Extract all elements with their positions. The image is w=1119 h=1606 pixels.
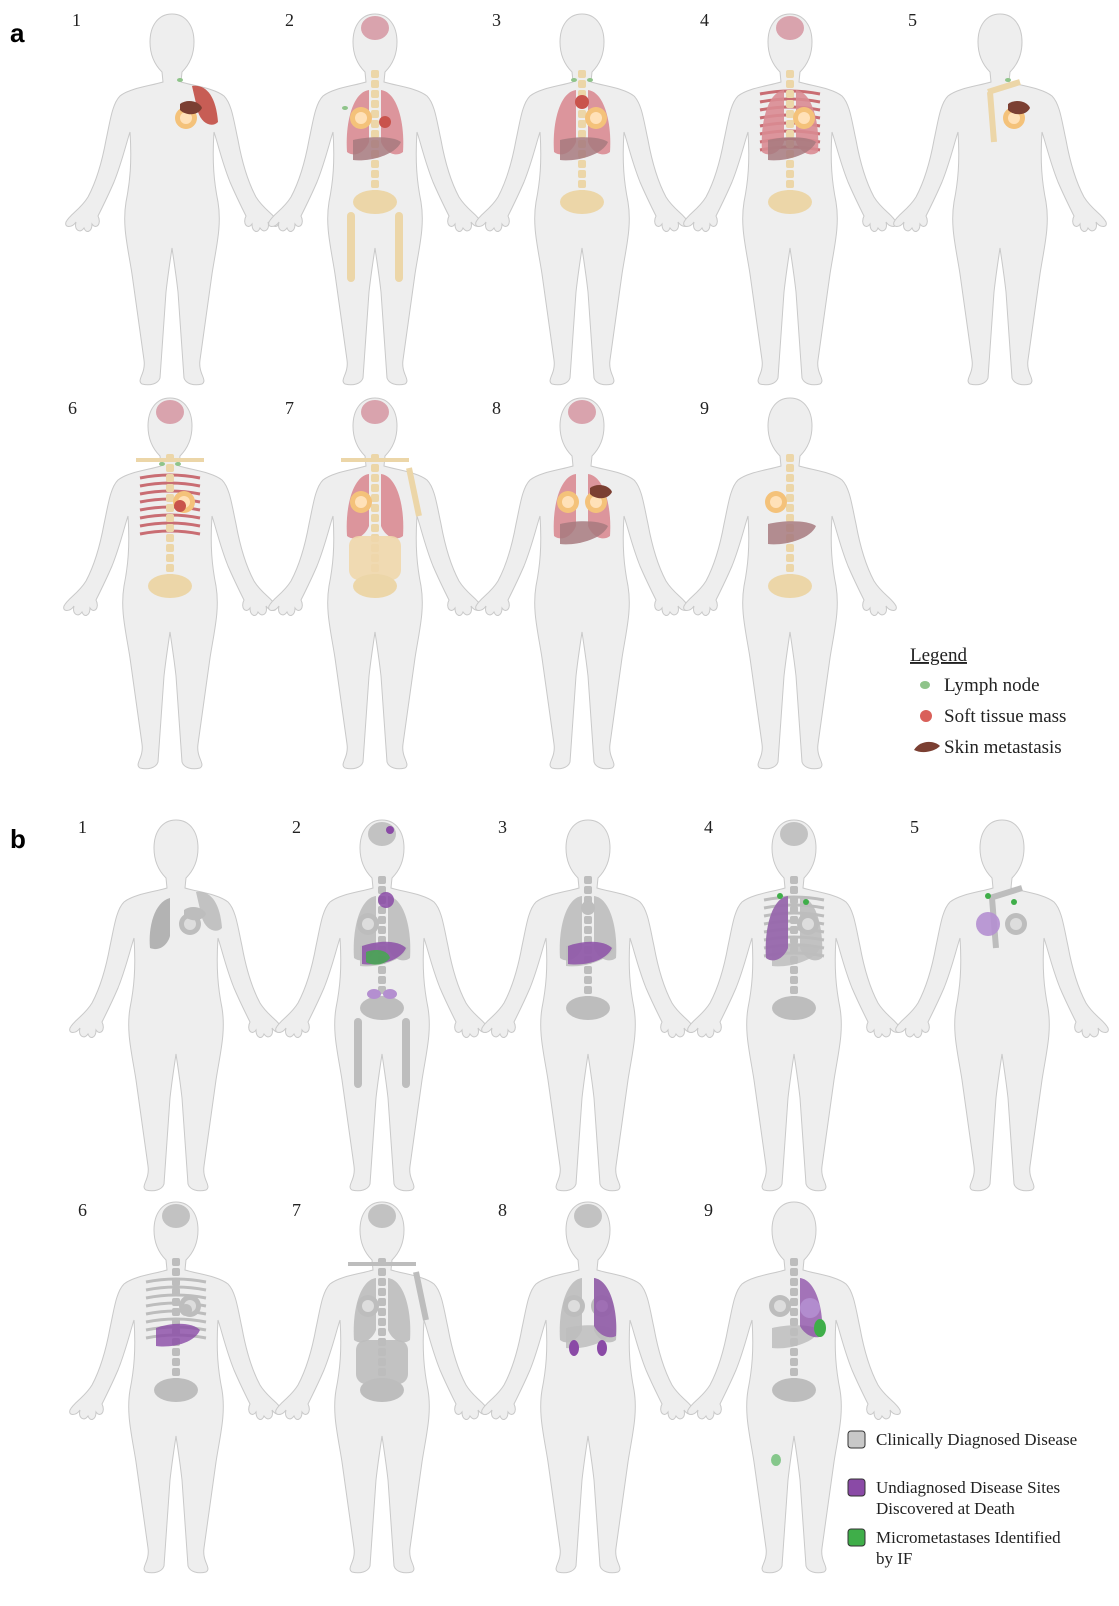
panel-letter-a: a	[10, 18, 25, 48]
figure-number: 8	[498, 1200, 507, 1220]
panel-letter-b: b	[10, 824, 26, 854]
legend-label: Lymph node	[944, 675, 1040, 696]
legend-item: Skin metastasis	[914, 737, 1062, 758]
body-figure-3: 3	[476, 10, 689, 385]
legend-label: Undiagnosed Disease Sites	[876, 1478, 1060, 1497]
green-square-icon	[848, 1529, 865, 1546]
body-silhouette	[482, 1202, 695, 1573]
figure-number: 2	[292, 817, 301, 837]
legend-label: Micrometastases Identified	[876, 1528, 1061, 1547]
body-figure-5: 5	[894, 10, 1107, 385]
body-figure-9: 9	[684, 398, 897, 769]
figure-number: 1	[78, 817, 87, 837]
body-figure-1: 1	[70, 817, 283, 1191]
figure-number: 9	[700, 398, 709, 418]
body-silhouette	[476, 14, 689, 385]
body-figure-3: 3	[482, 817, 695, 1191]
body-figure-5: 5	[896, 817, 1109, 1191]
figure-number: 3	[498, 817, 507, 837]
body-figure-8: 8	[476, 398, 689, 769]
legend-item: Undiagnosed Disease SitesDiscovered at D…	[848, 1478, 1060, 1518]
legend-item: Soft tissue mass	[920, 706, 1066, 727]
body-figure-6: 6	[70, 1200, 283, 1573]
body-silhouette	[896, 820, 1109, 1191]
figure-number: 2	[285, 10, 294, 30]
legend-label: Soft tissue mass	[944, 706, 1066, 727]
body-silhouette	[476, 398, 689, 769]
figure-number: 4	[700, 10, 709, 30]
body-silhouette	[70, 820, 283, 1191]
gray-square-icon	[848, 1431, 865, 1448]
body-silhouette	[688, 820, 901, 1191]
body-figure-4: 4	[684, 10, 897, 385]
soft-tissue-mass-icon	[920, 710, 932, 722]
body-figure-7: 7	[269, 398, 482, 769]
body-silhouette	[276, 1202, 489, 1573]
figure-number: 6	[78, 1200, 87, 1220]
body-figure-6: 6	[64, 398, 277, 769]
body-figure-7: 7	[276, 1200, 489, 1573]
body-figure-8: 8	[482, 1200, 695, 1573]
figure-number: 7	[285, 398, 294, 418]
figure-number: 6	[68, 398, 77, 418]
body-figure-2: 2	[269, 10, 482, 385]
legend-b: Clinically Diagnosed DiseaseUndiagnosed …	[848, 1430, 1077, 1568]
figure-number: 4	[704, 817, 713, 837]
body-silhouette	[894, 14, 1107, 385]
body-silhouette	[64, 398, 277, 769]
body-figure-2: 2	[276, 817, 489, 1191]
legend-label: Clinically Diagnosed Disease	[876, 1430, 1077, 1449]
body-silhouette	[684, 398, 897, 769]
figure-number: 8	[492, 398, 501, 418]
figure-number: 5	[910, 817, 919, 837]
figure-number: 5	[908, 10, 917, 30]
figure-number: 1	[72, 10, 81, 30]
legend-title: Legend	[910, 645, 967, 666]
legend-label: Skin metastasis	[944, 737, 1062, 758]
body-silhouette	[688, 1202, 901, 1573]
body-silhouette	[66, 14, 279, 385]
body-silhouette	[269, 398, 482, 769]
body-silhouette	[70, 1202, 283, 1573]
body-silhouette	[276, 820, 489, 1191]
panel-b: b 1 2 3 4 5 6 7 8 9Clinically Diagnosed DiseaseUn…	[10, 817, 1108, 1573]
legend-item: Clinically Diagnosed Disease	[848, 1430, 1077, 1449]
legend-label: Discovered at Death	[876, 1499, 1015, 1518]
legend-item: Lymph node	[920, 675, 1040, 696]
body-silhouette	[482, 820, 695, 1191]
panel-a: a 1 2 3 4 5 6 7 8 9LegendLymph nodeSoft tissue ma…	[10, 10, 1106, 769]
legend-item: Micrometastases Identified by IF	[848, 1528, 1061, 1568]
body-figure-4: 4	[688, 817, 901, 1191]
body-figure-9: 9	[688, 1200, 901, 1573]
body-silhouette	[684, 14, 897, 385]
legend-a: LegendLymph nodeSoft tissue massSkin met…	[910, 645, 1066, 758]
body-silhouette	[269, 14, 482, 385]
figure-number: 3	[492, 10, 501, 30]
body-figure-1: 1	[66, 10, 279, 385]
lymph-node-icon	[920, 681, 930, 689]
skin-metastasis-icon	[914, 742, 940, 752]
figure-number: 7	[292, 1200, 301, 1220]
purple-square-icon	[848, 1479, 865, 1496]
legend-label: by IF	[876, 1549, 912, 1568]
figure-number: 9	[704, 1200, 713, 1220]
